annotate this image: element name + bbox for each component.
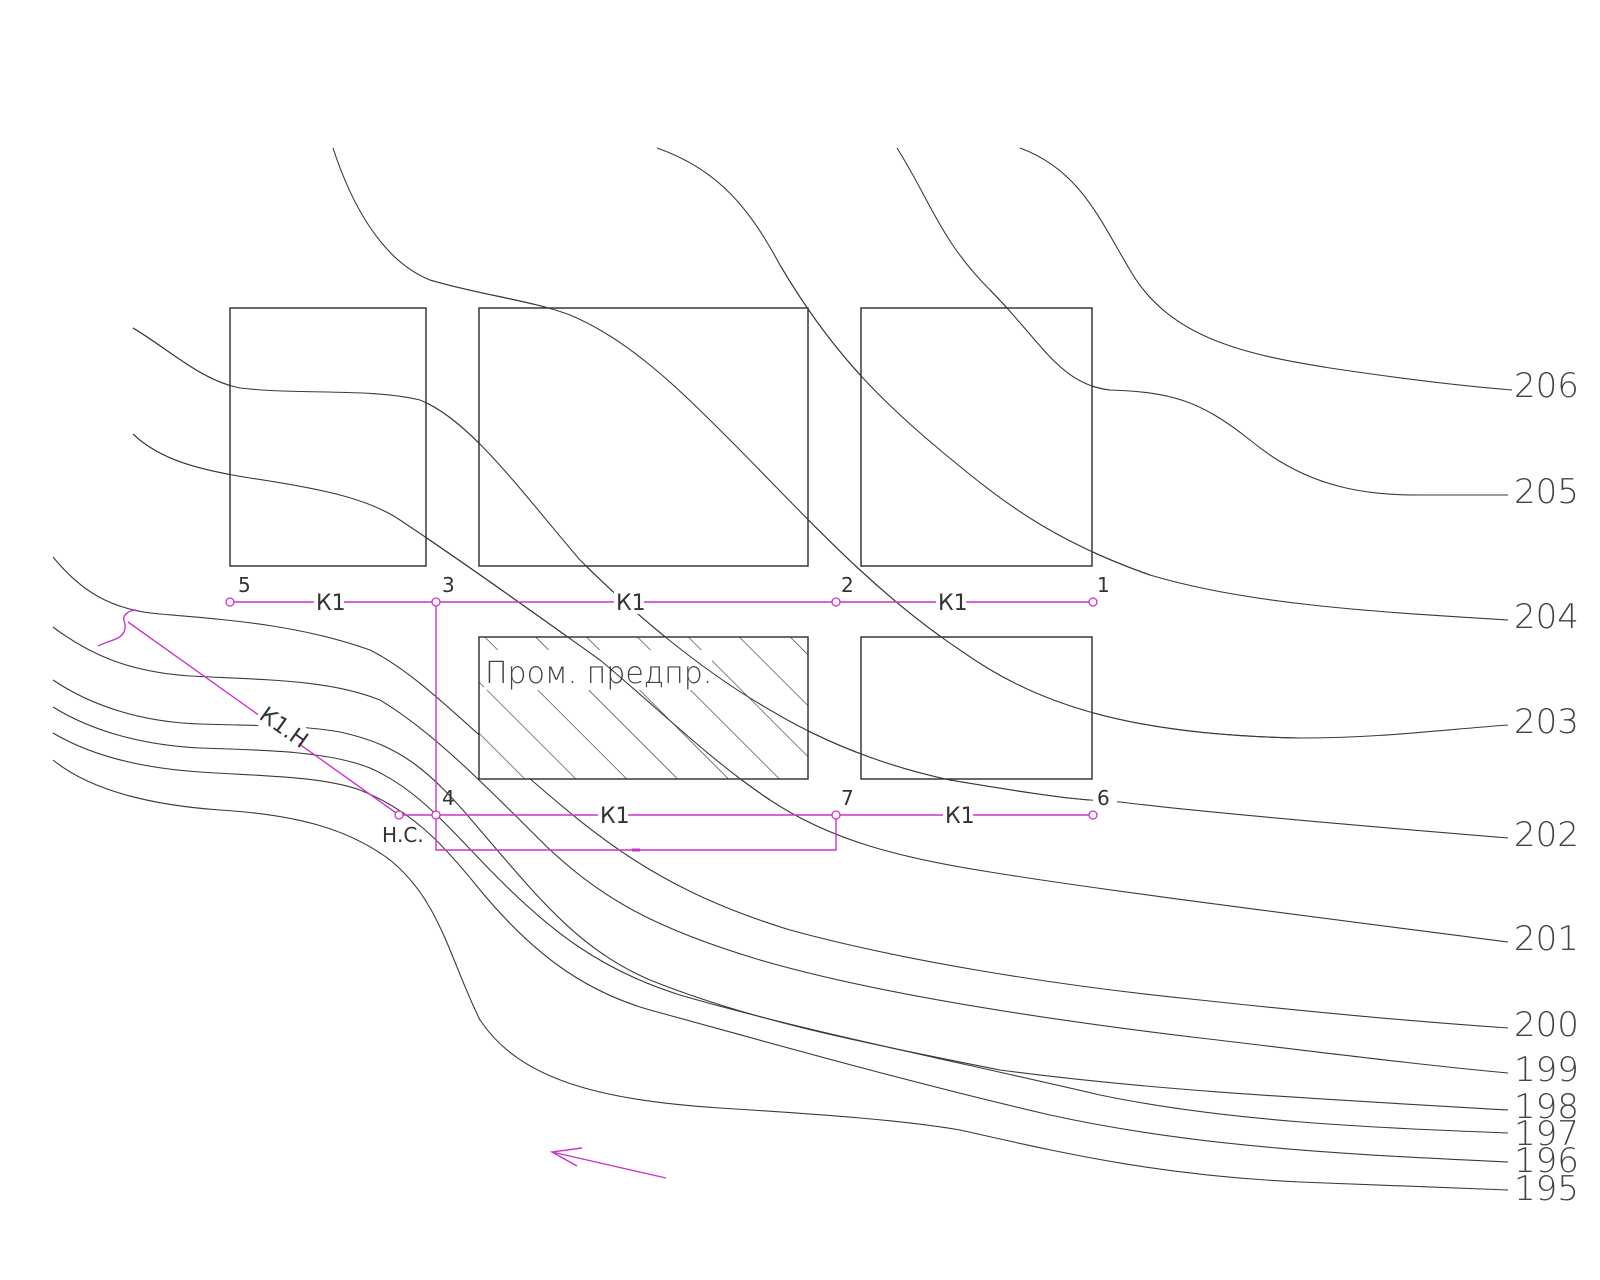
contour-overlay-204 (779, 264, 1151, 576)
arrow-icon (549, 1147, 667, 1179)
pipe-label-4-7: К1 (600, 804, 630, 829)
contour-line-200 (52, 556, 1509, 1029)
contour-label-205: 205 (1514, 472, 1579, 512)
sewer-bypass-line (435, 815, 837, 851)
building-block-2 (478, 307, 809, 567)
pipe-label-2-1: К1 (938, 591, 968, 616)
contour-overlay-201 (132, 433, 771, 801)
contour-label-204: 204 (1514, 597, 1579, 637)
building-block-4 (860, 636, 1093, 780)
pipe-label-7-6: К1 (945, 804, 975, 829)
contour-overlays (132, 264, 1301, 801)
well-node-5 (225, 597, 235, 607)
contour-line-196 (52, 732, 1509, 1163)
node-label-5: 5 (238, 573, 251, 597)
outfall-icon (97, 609, 137, 647)
building-block-1 (229, 307, 427, 567)
pipe-label-3-2: К1 (616, 591, 646, 616)
contour-label-203: 203 (1514, 702, 1579, 742)
contour-line-195 (52, 759, 1509, 1191)
contour-overlay-202 (132, 327, 1091, 801)
contour-label-195: 195 (1514, 1169, 1579, 1209)
node-label-1: 1 (1097, 573, 1110, 597)
contour-label-201: 201 (1514, 919, 1579, 959)
contour-overlay-203 (429, 279, 1301, 739)
contour-label-202: 202 (1514, 815, 1579, 855)
pipe-label-5-3: К1 (316, 591, 346, 616)
contour-overlay-205 (989, 289, 1111, 391)
pump-station-node (394, 810, 404, 820)
industrial-label-background (484, 650, 712, 690)
contour-labels: 206 205 204 203 202 201 200 199 198 197 … (1514, 366, 1579, 1209)
node-label-6: 6 (1097, 786, 1110, 810)
contour-line-197 (52, 706, 1509, 1134)
building-block-3 (860, 307, 1093, 567)
well-node-2 (831, 597, 841, 607)
node-label-7: 7 (841, 786, 854, 810)
contour-line-198 (52, 679, 1509, 1111)
pressure-main-label: К1.Н (255, 703, 313, 754)
contour-label-206: 206 (1514, 366, 1579, 406)
contour-label-200: 200 (1514, 1005, 1579, 1045)
well-node-3 (431, 597, 441, 607)
contour-label-196: 196 (1514, 1141, 1579, 1181)
node-labels: 5 3 2 1 4 7 6 Н.С. (238, 573, 1117, 847)
contour-line-199 (52, 626, 1509, 1074)
pump-station-label: Н.С. (382, 823, 424, 847)
node-label-3: 3 (442, 573, 455, 597)
node-label-2: 2 (841, 573, 854, 597)
contour-label-199: 199 (1514, 1050, 1579, 1090)
buildings: Пром. предпр. (229, 307, 1093, 780)
node-label-4: 4 (442, 786, 455, 810)
well-node-6 (1088, 810, 1098, 820)
contour-label-198: 198 (1514, 1087, 1579, 1127)
well-node-7 (831, 810, 841, 820)
well-node-1 (1088, 597, 1098, 607)
contour-line-206 (1019, 147, 1513, 391)
contour-label-197: 197 (1514, 1114, 1579, 1154)
well-node-4 (431, 810, 441, 820)
industrial-site-label: Пром. предпр. (485, 656, 712, 691)
